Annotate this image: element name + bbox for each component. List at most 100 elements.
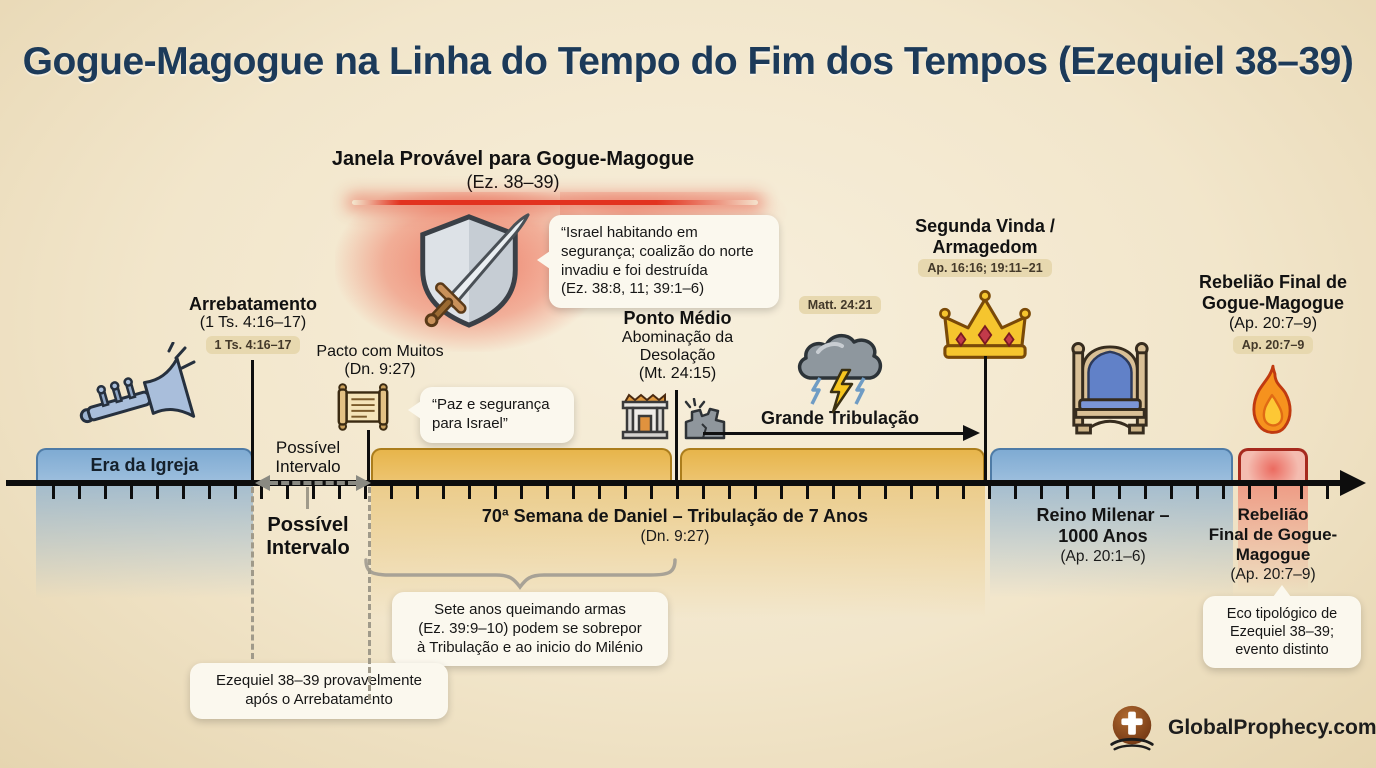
covenant-dashed-line bbox=[368, 487, 371, 700]
tribulation-arrow bbox=[703, 432, 965, 435]
millennium-ref: (Ap. 20:1–6) bbox=[1060, 548, 1146, 565]
window-ref: (Ez. 38–39) bbox=[466, 172, 560, 192]
axis-tick bbox=[312, 486, 315, 499]
rapture-dashed-line bbox=[251, 487, 254, 659]
brand-footer: GlobalProphecy.com bbox=[1106, 702, 1376, 754]
axis-tick bbox=[1092, 486, 1095, 499]
burning-weapons-callout: Sete anos queimando armas (Ez. 39:9–10) … bbox=[392, 592, 668, 667]
axis-tick bbox=[468, 486, 471, 499]
axis-tick bbox=[260, 486, 263, 499]
axis-tick bbox=[754, 486, 757, 499]
axis-tick bbox=[728, 486, 731, 499]
gap-arrow-stem bbox=[306, 487, 309, 509]
daniel-week-ref: (Dn. 9:27) bbox=[640, 528, 710, 545]
tribulation-label: Grande Tribulação bbox=[760, 408, 920, 428]
timeline-axis bbox=[6, 480, 1344, 486]
axis-tick bbox=[494, 486, 497, 499]
midpoint-ref: (Mt. 24:15) bbox=[638, 365, 717, 382]
brand-logo-icon bbox=[1106, 702, 1158, 754]
covenant-title: Pacto com Muitos bbox=[316, 343, 444, 360]
gap-arrow-left-head bbox=[255, 475, 270, 491]
axis-tick bbox=[884, 486, 887, 499]
midpoint-title: Ponto Médio bbox=[623, 308, 732, 328]
axis-tick bbox=[832, 486, 835, 499]
axis-tick bbox=[806, 486, 809, 499]
axis-tick bbox=[780, 486, 783, 499]
axis-tick bbox=[988, 486, 991, 499]
gap-arrow-right-head bbox=[356, 475, 371, 491]
covenant-ref: (Dn. 9:27) bbox=[344, 361, 416, 378]
shield-sword-icon bbox=[405, 205, 533, 333]
church-age-fade bbox=[36, 486, 253, 598]
axis-tick bbox=[1014, 486, 1017, 499]
axis-tick bbox=[156, 486, 159, 499]
axis-tick bbox=[1196, 486, 1199, 499]
axis-tick bbox=[104, 486, 107, 499]
axis-tick bbox=[208, 486, 211, 499]
gap-label-top: Possível Intervalo bbox=[275, 438, 341, 477]
trumpet-icon bbox=[72, 342, 197, 442]
temple-icon bbox=[621, 390, 669, 440]
timeline-axis-arrow bbox=[1340, 470, 1366, 496]
window-heading: Janela Provável para Gogue-Magogue bbox=[331, 148, 695, 170]
church-age-bar: Era da Igreja bbox=[36, 448, 253, 481]
rebellion-ref: (Ap. 20:7–9) bbox=[1230, 566, 1316, 583]
israel-bubble: “Israel habitando em segurança; coalizão… bbox=[537, 215, 779, 308]
brand-name: GlobalProphecy.com bbox=[1168, 716, 1376, 739]
axis-tick bbox=[182, 486, 185, 499]
tribulation-arrow-head bbox=[963, 425, 980, 441]
tribulation-badge: Matt. 24:21 bbox=[798, 296, 882, 314]
axis-tick bbox=[364, 486, 367, 499]
axis-tick bbox=[1222, 486, 1225, 499]
typological-echo-callout: Eco tipológico de Ezequiel 38–39; evento… bbox=[1203, 584, 1361, 669]
axis-tick bbox=[52, 486, 55, 499]
daniel-week-bar-1 bbox=[371, 448, 672, 481]
axis-tick bbox=[1274, 486, 1277, 499]
axis-tick bbox=[234, 486, 237, 499]
daniel-week-label: 70ª Semana de Daniel – Tribulação de 7 A… bbox=[481, 506, 869, 526]
axis-tick bbox=[676, 486, 679, 499]
second-coming-title: Segunda Vinda / Armagedom bbox=[915, 216, 1055, 257]
midpoint-marker-line bbox=[675, 390, 678, 483]
axis-tick bbox=[1066, 486, 1069, 499]
axis-tick bbox=[1300, 486, 1303, 499]
axis-tick bbox=[1144, 486, 1147, 499]
church-age-label: Era da Igreja bbox=[90, 455, 199, 475]
axis-tick bbox=[702, 486, 705, 499]
axis-tick bbox=[416, 486, 419, 499]
axis-tick bbox=[390, 486, 393, 499]
rapture-ref: (1 Ts. 4:16–17) bbox=[199, 314, 307, 331]
axis-tick bbox=[130, 486, 133, 499]
axis-tick bbox=[546, 486, 549, 499]
rapture-badge: 1 Ts. 4:16–17 bbox=[205, 336, 301, 354]
axis-tick bbox=[1170, 486, 1173, 499]
axis-tick bbox=[858, 486, 861, 499]
scroll-icon bbox=[332, 380, 394, 434]
axis-tick bbox=[1118, 486, 1121, 499]
axis-tick bbox=[1248, 486, 1251, 499]
storm-cloud-icon bbox=[790, 322, 890, 414]
page-title: Gogue-Magogue na Linha do Tempo do Fim d… bbox=[22, 40, 1354, 83]
flame-icon bbox=[1243, 362, 1301, 440]
peace-bubble: “Paz e segurança para Israel” bbox=[408, 387, 574, 443]
final-rebellion-title: Rebelião Final de Gogue-Magogue bbox=[1198, 272, 1348, 313]
tick-row bbox=[0, 486, 1376, 500]
millennium-label: Reino Milenar – 1000 Anos bbox=[1036, 505, 1170, 547]
axis-tick bbox=[572, 486, 575, 499]
axis-tick bbox=[338, 486, 341, 499]
daniel-week-bar-2 bbox=[680, 448, 985, 481]
axis-tick bbox=[598, 486, 601, 499]
axis-tick bbox=[1040, 486, 1043, 499]
after-rapture-callout: Ezequiel 38–39 provavelmente após o Arre… bbox=[190, 663, 448, 719]
covenant-marker-line bbox=[367, 430, 370, 483]
final-rebellion-badge: Ap. 20:7–9 bbox=[1232, 336, 1314, 354]
axis-tick bbox=[442, 486, 445, 499]
axis-tick bbox=[520, 486, 523, 499]
rapture-title: Arrebatamento bbox=[188, 294, 318, 314]
second-coming-badge: Ap. 16:16; 19:11–21 bbox=[918, 259, 1052, 277]
axis-tick bbox=[1326, 486, 1329, 499]
axis-tick bbox=[962, 486, 965, 499]
axis-tick bbox=[624, 486, 627, 499]
rebellion-fade bbox=[1238, 486, 1308, 591]
